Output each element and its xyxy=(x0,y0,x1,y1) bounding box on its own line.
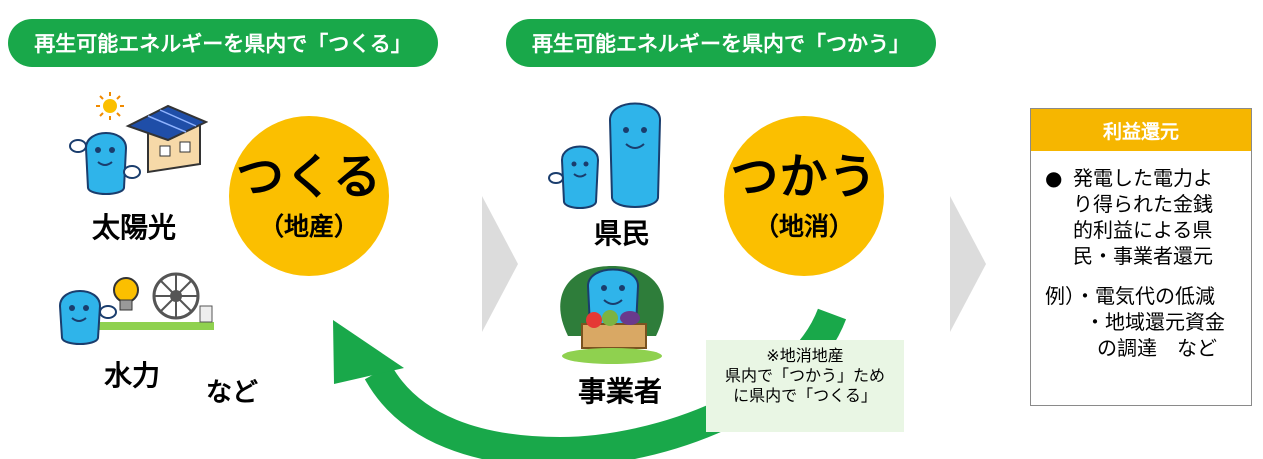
lightbulb-icon xyxy=(113,277,139,311)
residents-illustration xyxy=(548,102,662,209)
note-line-2: 県内で「つかう」ため xyxy=(724,366,885,385)
label-etc: など xyxy=(206,378,259,408)
example-line: 例）・電気代の低減 xyxy=(1045,284,1215,308)
produce-circle: つくる （地産） xyxy=(229,116,389,276)
local-production-note: ※地消地産 県内で「つかう」ため に県内で「つくる」 xyxy=(706,340,904,432)
bullet-icon: ● xyxy=(1045,166,1063,190)
profit-return-box: 利益還元 ● 発電した電力よ り得られた金銭 的利益による県 民・事業者還元 例… xyxy=(1030,108,1252,406)
businesses-illustration xyxy=(560,266,664,364)
banner-produce: 再生可能エネルギーを県内で「つくる」 xyxy=(8,19,438,67)
bullet-line: 民・事業者還元 xyxy=(1073,244,1213,268)
bullet-line: 発電した電力よ xyxy=(1073,166,1213,190)
solar-illustration xyxy=(69,92,208,195)
note-line-1: ※地消地産 xyxy=(766,346,844,365)
consume-main-text: つかう xyxy=(730,149,878,205)
chevron-right-icon xyxy=(950,196,986,332)
consume-circle: つかう （地消） xyxy=(724,116,884,276)
label-residents: 県民 xyxy=(594,217,651,250)
bullet-line: 的利益による県 xyxy=(1073,218,1213,242)
banner-consume: 再生可能エネルギーを県内で「つかう」 xyxy=(506,19,936,67)
note-line-3: に県内で「つくる」 xyxy=(733,386,877,405)
bullet-line: り得られた金銭 xyxy=(1073,192,1213,216)
vegetables-icon xyxy=(581,310,647,349)
example-line: ・地域還元資金 xyxy=(1085,310,1225,334)
produce-sub-text: （地産） xyxy=(258,212,359,241)
mascot-icon xyxy=(608,102,662,208)
example-line: の調達 など xyxy=(1097,336,1217,360)
mascot-icon xyxy=(69,132,141,195)
label-hydro: 水力 xyxy=(104,359,161,392)
chevron-right-icon xyxy=(482,196,518,332)
label-solar: 太陽光 xyxy=(92,211,177,244)
consume-sub-text: （地消） xyxy=(753,212,854,241)
banner-produce-text: 再生可能エネルギーを県内で「つくる」 xyxy=(34,32,412,56)
mascot-icon xyxy=(58,290,117,345)
label-businesses: 事業者 xyxy=(578,375,663,408)
sun-icon xyxy=(96,92,124,120)
mascot-icon xyxy=(548,145,600,209)
produce-main-text: つくる xyxy=(235,149,383,205)
profit-return-title: 利益還元 xyxy=(1031,109,1251,151)
banner-consume-text: 再生可能エネルギーを県内で「つかう」 xyxy=(532,32,910,56)
water-wheel-icon xyxy=(152,272,213,323)
house-solar-icon xyxy=(125,104,208,174)
hydro-illustration xyxy=(58,272,214,345)
example-block: 例）・電気代の低減 ・地域還元資金 の調達 など xyxy=(1045,283,1241,361)
